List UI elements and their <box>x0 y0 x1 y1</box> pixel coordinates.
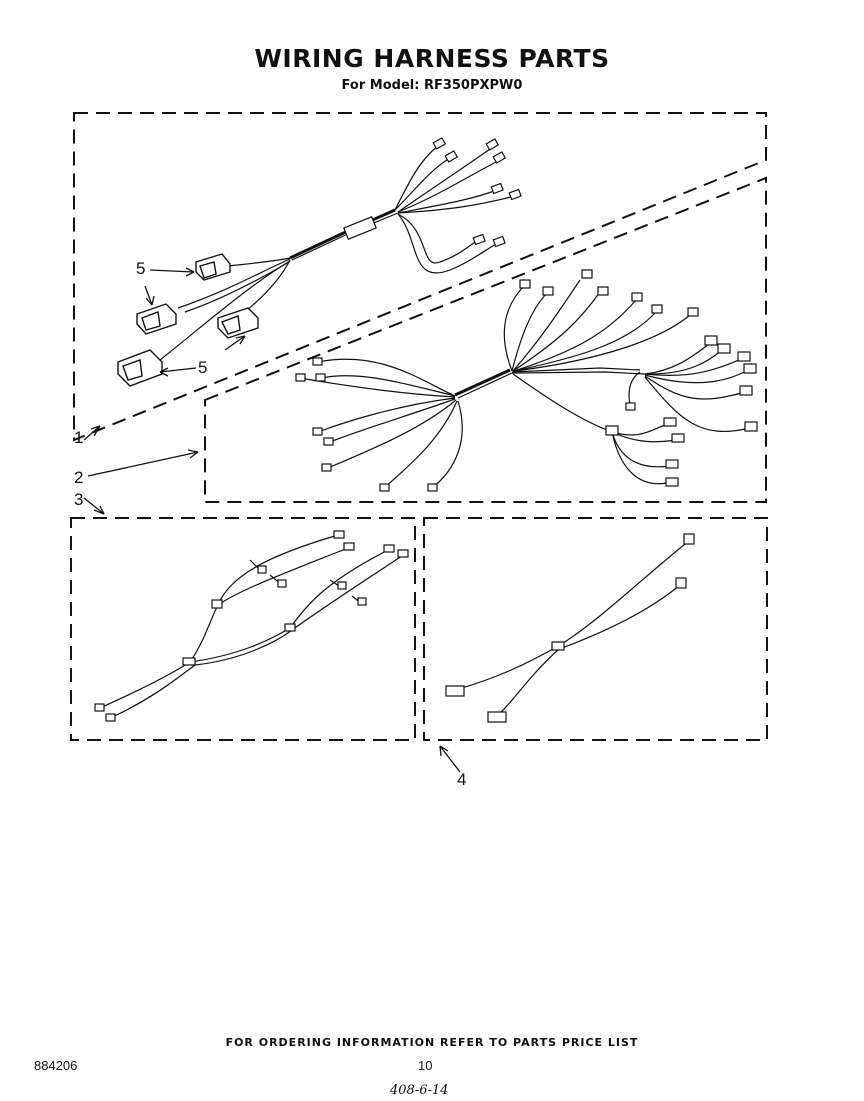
handwritten-note: 408-6-14 <box>390 1083 449 1098</box>
callout-1: 1 <box>74 428 84 447</box>
callout-3: 3 <box>74 490 84 509</box>
model-subtitle: For Model: RF350PXPW0 <box>341 78 523 93</box>
harness-4-boundary <box>423 517 768 741</box>
callout-5d-leader <box>159 367 197 373</box>
callout-2: 2 <box>74 468 84 487</box>
callout-5-lower: 5 <box>198 358 208 377</box>
callout-5b-leader <box>144 285 153 306</box>
harness-1-trunk <box>289 208 396 260</box>
page-title: WIRING HARNESS PARTS <box>254 44 610 73</box>
callout-3-leader <box>83 497 105 515</box>
harness-1-sleeve <box>343 216 377 240</box>
harness-1-terminals <box>432 137 522 248</box>
harness-1 <box>117 137 522 387</box>
harness-2-trunk <box>454 368 511 397</box>
harness-3 <box>94 530 409 722</box>
page-number: 10 <box>418 1058 433 1073</box>
callout-4-leader <box>439 745 461 773</box>
callout-2-leader <box>87 451 199 477</box>
harness-2-boundary <box>204 176 767 503</box>
harness-4-terminals <box>445 533 695 723</box>
callout-5c-leader <box>224 335 246 351</box>
ordering-note: FOR ORDERING INFORMATION REFER TO PARTS … <box>225 1036 639 1049</box>
harness-2-terminals <box>295 269 758 492</box>
document-number: 884206 <box>34 1058 78 1073</box>
harness-1-plugs <box>117 253 259 387</box>
callout-5-upper: 5 <box>136 259 146 278</box>
callout-1-leader <box>83 425 101 441</box>
harness-4 <box>445 533 695 723</box>
harness-3-terminals <box>94 530 409 722</box>
harness-1-boundary <box>73 112 767 442</box>
harness-3-boundary <box>70 517 416 741</box>
harness-2 <box>295 269 758 492</box>
callout-5a-leader <box>149 269 195 273</box>
callout-4: 4 <box>457 770 467 789</box>
